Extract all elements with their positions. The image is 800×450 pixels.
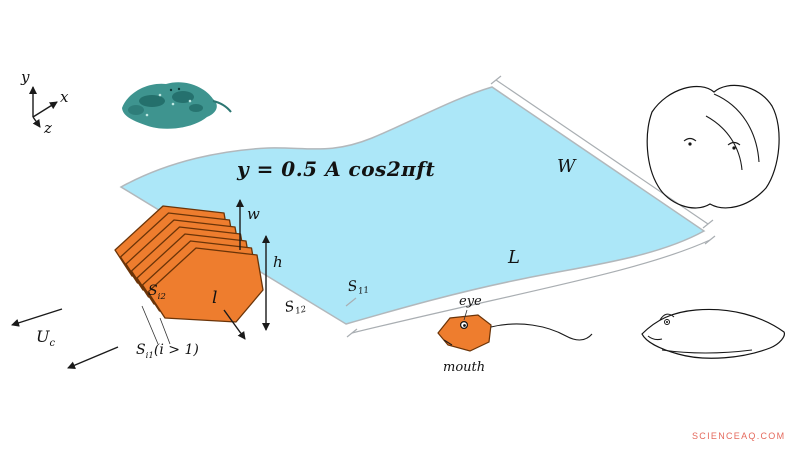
side-view-mouth — [647, 335, 663, 341]
label-si2: Si2 — [148, 283, 166, 302]
side-view-eye-bump — [659, 313, 675, 321]
axis-x-label: x — [60, 88, 69, 106]
label-uc: Uc — [36, 327, 56, 350]
label-W: W — [557, 156, 576, 177]
stingray-photo-mottle — [128, 105, 144, 115]
front-view-contour — [713, 93, 760, 163]
label-mouth: mouth — [443, 360, 486, 375]
body-contour-line — [490, 323, 593, 341]
label-h: h — [273, 253, 283, 271]
label-eye: eye — [459, 294, 482, 309]
stingray-photo-body — [122, 82, 217, 129]
eye-mouth-sketch — [437, 309, 593, 352]
front-view-eye — [688, 142, 692, 146]
axis-y-label: y — [21, 68, 30, 86]
l-arrow — [223, 309, 246, 340]
label-s11: S11 — [346, 278, 370, 297]
label-w: w — [247, 205, 260, 223]
label-s12: S12 — [283, 298, 308, 317]
side-view-belly-line — [661, 349, 753, 354]
stingray-photo-speck — [188, 99, 192, 103]
axis-x-arrow — [32, 101, 58, 118]
stingray-photo-mottle — [189, 104, 203, 112]
dimension-line-W — [490, 75, 714, 229]
stingray-photo-tail — [212, 100, 232, 113]
eye-pupil — [463, 324, 466, 327]
stingray-photo-speck — [145, 113, 149, 117]
label-L: L — [508, 247, 520, 268]
front-view-eyelid — [683, 137, 697, 142]
dimension-line-L — [345, 235, 716, 338]
axis-z-label: z — [44, 119, 52, 137]
flow-arrow — [67, 346, 119, 369]
flow-arrow — [11, 308, 63, 327]
stingray-photo-speck — [158, 93, 162, 97]
label-l: l — [212, 288, 218, 308]
eye-leader — [463, 309, 468, 321]
front-view-eyelid — [727, 141, 741, 146]
si1-leader-lines — [141, 305, 171, 345]
side-view-outline — [641, 308, 785, 359]
mouth-region — [437, 314, 492, 352]
axes-triad — [29, 86, 58, 128]
front-view-eye — [732, 146, 736, 150]
side-view-eye-pupil — [666, 321, 668, 323]
front-view-contour — [705, 115, 743, 171]
flow-arrows — [11, 308, 119, 369]
label-si1: Si1(i > 1) — [136, 342, 199, 361]
stingray-photo-eye — [169, 88, 173, 92]
stingray-photo — [122, 82, 232, 129]
mouth-line — [443, 339, 453, 346]
axis-z-arrow — [32, 116, 41, 128]
front-view-sketch — [646, 84, 780, 209]
watermark: SCIENCEAQ.COM — [692, 431, 786, 441]
stingray-photo-speck — [171, 102, 175, 106]
stingray-photo-mottle — [139, 95, 165, 107]
stingray-photo-mottle — [172, 91, 194, 103]
side-view-sketch — [641, 308, 785, 359]
stingray-photo-eye — [177, 87, 181, 91]
front-view-outline — [646, 84, 780, 209]
motion-equation: y = 0.5 A cos2πft — [237, 157, 436, 181]
